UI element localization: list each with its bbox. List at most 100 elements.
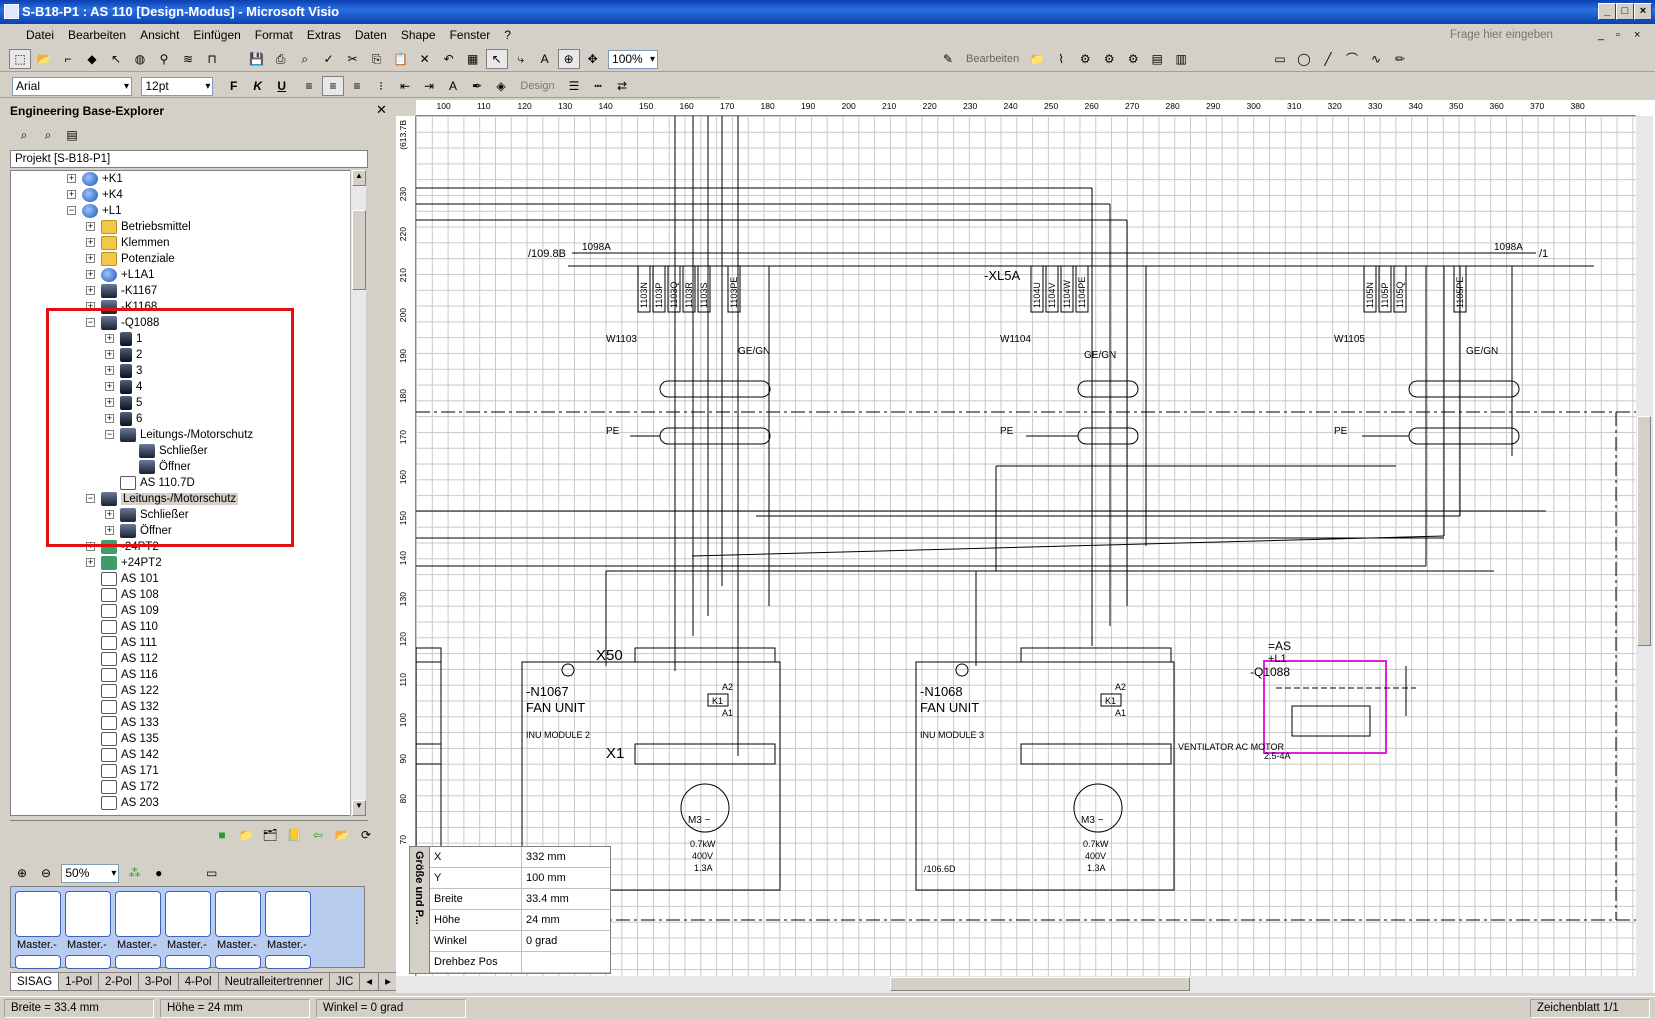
canvas-vscroll[interactable] (1636, 116, 1653, 976)
expand-icon[interactable]: + (86, 285, 95, 296)
tree-item[interactable]: AS 110.7D (105, 475, 195, 491)
filter-icon[interactable]: ⌕ (44, 128, 52, 142)
shapes-icon[interactable]: ◆ (87, 52, 97, 66)
ellipse-icon[interactable]: ◯ (1297, 52, 1311, 66)
tree-item[interactable]: +Betriebsmittel (86, 219, 191, 235)
connector-tool-icon[interactable]: ⤷ (517, 52, 525, 66)
folder-open-icon[interactable]: 📁 (238, 828, 254, 842)
open-icon[interactable]: 📂 (36, 52, 52, 66)
doc-close-button[interactable]: × (1634, 29, 1641, 41)
collapse-icon[interactable]: − (86, 317, 95, 328)
tree-scrollbar[interactable]: ▲ ▼ (350, 170, 366, 816)
stencil-zoom-combo[interactable]: 50% (61, 863, 120, 883)
expand-icon[interactable]: + (105, 413, 114, 424)
tree-item[interactable]: AS 110 (86, 619, 158, 635)
folder-move-icon[interactable]: 📂 (334, 828, 350, 842)
expand-icon[interactable]: + (105, 397, 114, 408)
stencil-shape[interactable] (215, 955, 261, 969)
stencil-shape[interactable] (65, 891, 111, 937)
brush-icon[interactable]: ⌇ (1058, 52, 1065, 66)
size-value-hoehe[interactable]: 24 mm (521, 910, 560, 930)
tree-item[interactable]: +6 (105, 411, 142, 427)
expand-icon[interactable]: + (67, 189, 76, 200)
tab-scroll-left-icon[interactable]: ◂ (359, 972, 380, 991)
tree-item[interactable]: −-Q1088 (86, 315, 159, 331)
outdent-icon[interactable]: ⇥ (424, 79, 435, 93)
tree-item[interactable]: +Schließer (105, 507, 189, 523)
expand-icon[interactable]: + (86, 221, 95, 232)
table-icon[interactable]: ▥ (1175, 52, 1187, 66)
expand-icon[interactable]: + (105, 381, 114, 392)
collapse-icon[interactable]: − (86, 493, 95, 504)
bearbeiten-dropdown[interactable]: Bearbeiten (966, 53, 1020, 66)
arrow-back-icon[interactable]: ⇦ (312, 828, 324, 842)
tab-neutralleitertrenner[interactable]: Neutralleitertrenner (217, 972, 331, 991)
tree-item[interactable]: +-K1167 (86, 283, 157, 299)
line-pattern-icon[interactable]: ┅ (594, 79, 602, 93)
expand-icon[interactable]: + (105, 365, 114, 376)
bullets-icon[interactable]: ⁝ (379, 79, 383, 93)
zoom-combo[interactable]: 100% (608, 49, 659, 69)
gear3-icon[interactable]: ⚙ (1127, 52, 1139, 66)
tab-2-pol[interactable]: 2-Pol (98, 972, 139, 991)
record-icon[interactable]: ● (155, 866, 163, 880)
menu-datei[interactable]: Datei (26, 28, 55, 42)
paste-icon[interactable]: 📋 (393, 52, 409, 66)
folder-icon[interactable]: 📁 (1029, 52, 1045, 66)
font-combo[interactable]: Arial (12, 76, 132, 96)
hook-icon[interactable]: ⊓ (207, 52, 217, 66)
tree-item[interactable]: +4 (105, 379, 142, 395)
doc-minimize-button[interactable]: _ (1598, 29, 1605, 41)
tree-item[interactable]: ++24PT2 (86, 555, 162, 571)
undo-icon[interactable]: ↶ (443, 52, 454, 66)
align-center-icon[interactable]: ≡ (322, 76, 345, 96)
tree-item[interactable]: AS 142 (86, 747, 159, 763)
tree-item[interactable]: AS 108 (86, 587, 159, 603)
font-color-icon[interactable]: A (449, 79, 458, 93)
tree-item[interactable]: AS 171 (86, 763, 159, 779)
tree-item[interactable]: +Öffner (105, 523, 172, 539)
stencil-shape[interactable] (65, 955, 111, 969)
gear2-icon[interactable]: ⚙ (1103, 52, 1115, 66)
close-button[interactable]: × (1634, 3, 1652, 20)
layers-icon[interactable]: ≋ (182, 52, 194, 66)
size-value-x[interactable]: 332 mm (521, 847, 566, 867)
tree-item[interactable]: AS 133 (86, 715, 159, 731)
bold-button[interactable]: F (230, 79, 238, 93)
edit-icon[interactable]: ✎ (942, 52, 954, 66)
stencil-shape[interactable] (165, 891, 211, 937)
refresh-icon[interactable]: ⟳ (360, 828, 372, 842)
tree-item[interactable]: +2 (105, 347, 142, 363)
pointer-tool-icon[interactable]: ↖ (485, 49, 508, 69)
menu-ansicht[interactable]: Ansicht (140, 28, 180, 42)
menu-help[interactable]: ? (504, 28, 511, 42)
expand-icon[interactable]: + (105, 333, 114, 344)
menu-shape[interactable]: Shape (400, 28, 436, 42)
explorer-close-icon[interactable]: ✕ (376, 102, 387, 117)
drawing-page[interactable]: /109.8B 1098A 1098A /1 -XL5A W1103 W1104… (416, 116, 1636, 976)
tree-item[interactable]: −+L1 (67, 203, 122, 219)
properties-icon[interactable]: ▤ (66, 128, 78, 142)
design-button[interactable]: Design (520, 80, 555, 93)
tree-item[interactable]: AS 122 (86, 683, 159, 699)
tree-item[interactable]: AS 135 (86, 731, 159, 747)
tree-item[interactable]: −Leitungs-/Motorschutz (86, 491, 239, 507)
pointer-icon[interactable]: ↖ (110, 52, 122, 66)
menu-extras[interactable]: Extras (306, 28, 341, 42)
text-tool-icon[interactable]: A (540, 52, 549, 66)
size-panel-title-bar[interactable]: Größe und P... (410, 847, 430, 973)
tree-item[interactable]: AS 101 (86, 571, 159, 587)
menu-format[interactable]: Format (254, 28, 293, 42)
search-icon[interactable]: ⌕ (20, 128, 28, 142)
canvas-hscroll[interactable] (396, 976, 1653, 993)
tree-item[interactable]: AS 111 (86, 635, 157, 651)
tree-item[interactable]: +3 (105, 363, 142, 379)
tree-item[interactable]: AS 116 (86, 667, 158, 683)
expand-icon[interactable]: + (67, 173, 76, 184)
freeform-icon[interactable]: ∿ (1370, 52, 1382, 66)
expand-icon[interactable]: + (105, 349, 114, 360)
report-icon[interactable]: ▤ (1151, 52, 1163, 66)
glue-icon[interactable]: ⊕ (557, 49, 580, 69)
tree-item[interactable]: ++L1A1 (86, 267, 155, 283)
print-preview-icon[interactable]: ⌕ (301, 52, 309, 66)
